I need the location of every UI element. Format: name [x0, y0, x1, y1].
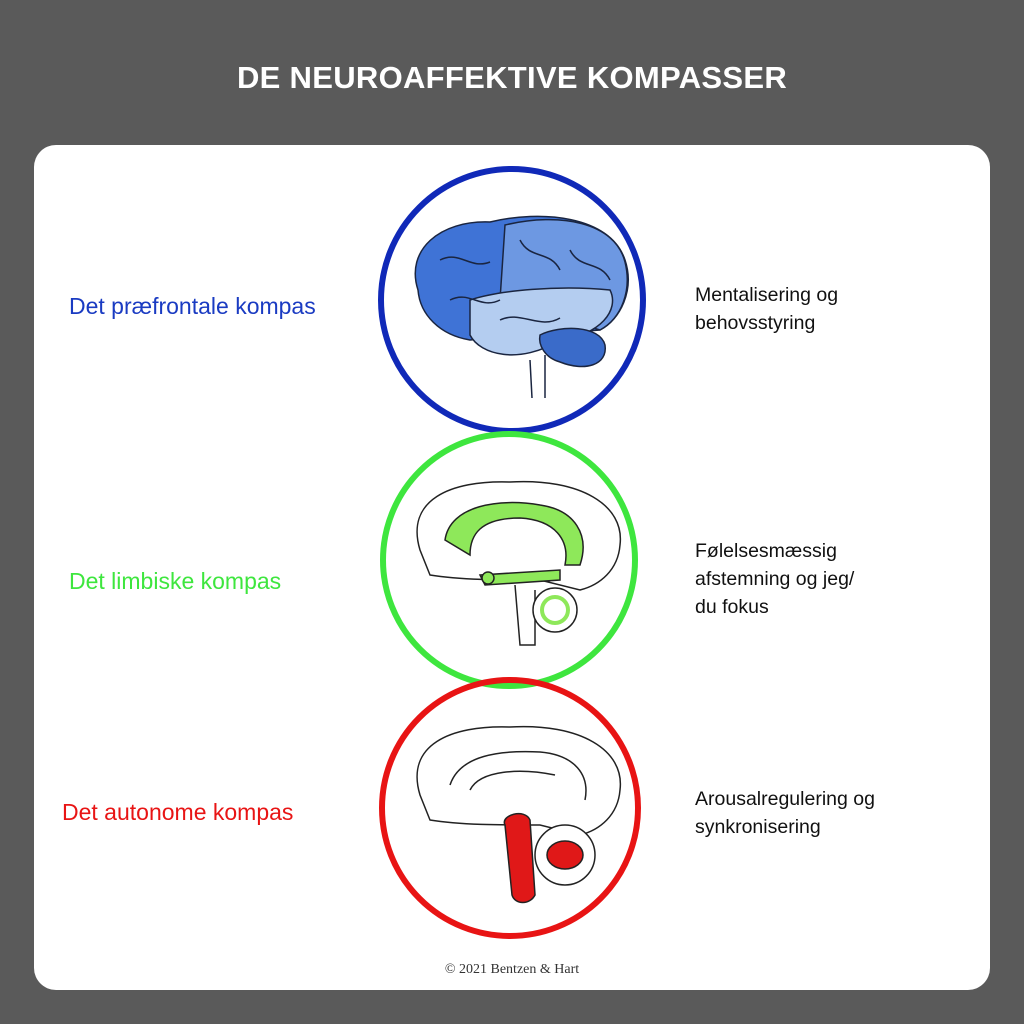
- description-line: Arousalregulering og: [695, 788, 875, 810]
- copyright: © 2021 Bentzen & Hart: [444, 962, 580, 977]
- description-line: behovsstyring: [695, 312, 816, 334]
- lateral-brain-illustration: [414, 215, 629, 399]
- description-line: Følelsesmæssig: [695, 540, 837, 562]
- prefrontal-compass-label: Det præfrontale kompas: [69, 293, 316, 319]
- description-line: du fokus: [695, 596, 769, 618]
- description-line: afstemning og jeg/: [695, 568, 855, 590]
- prefrontal-compass-circle: [378, 166, 646, 434]
- page-title: DE NEUROAFFEKTIVE KOMPASSER: [236, 60, 788, 95]
- limbic-compass-label: Det limbiske kompas: [69, 568, 282, 594]
- prefrontal-description: Mentalisering og behovsstyring: [695, 281, 935, 337]
- brainstem-brain-illustration: [416, 725, 622, 904]
- limbic-description: Følelsesmæssig afstemning og jeg/ du fok…: [695, 537, 935, 621]
- description-line: synkronisering: [695, 816, 821, 838]
- autonomic-compass-label: Det autonome kompas: [62, 799, 294, 825]
- limbic-brain-illustration: [416, 480, 622, 646]
- limbic-compass-circle: [380, 431, 638, 689]
- description-line: Mentalisering og: [695, 284, 839, 306]
- autonomic-description: Arousalregulering og synkronisering: [695, 785, 935, 841]
- autonomic-compass-circle: [379, 677, 641, 939]
